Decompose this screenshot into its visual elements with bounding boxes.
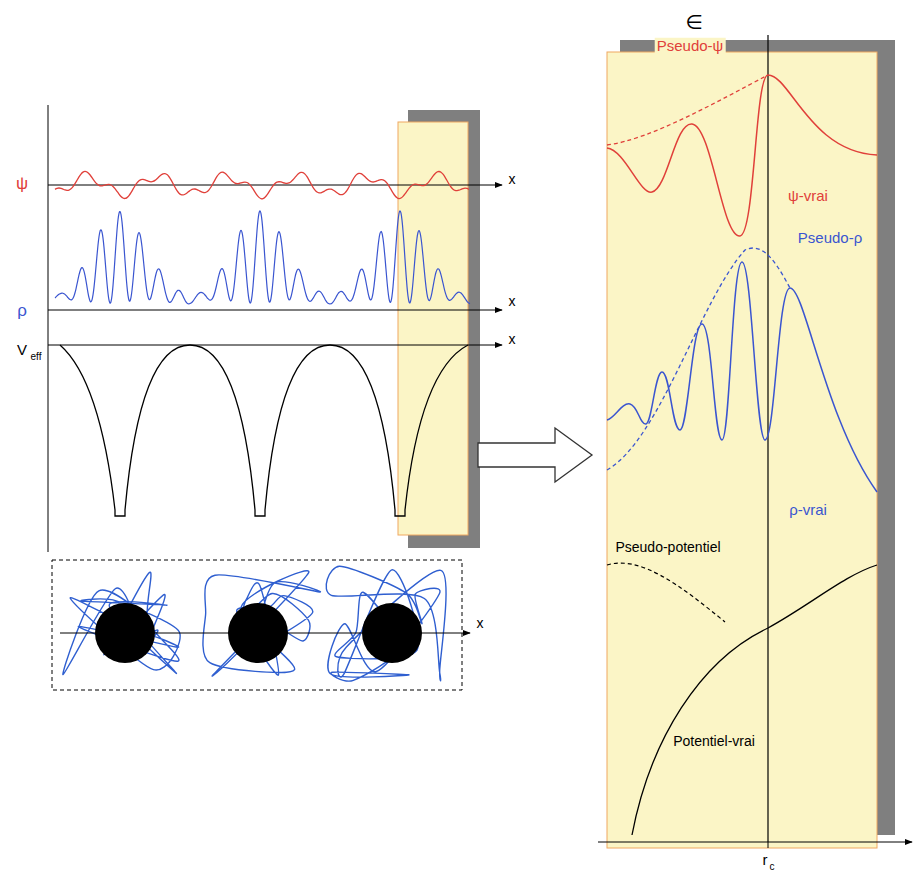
curve-label: Pseudo-ψ xyxy=(655,38,726,55)
rho-axis xyxy=(48,310,502,311)
pseudo-density xyxy=(607,248,790,470)
axis-label: ρ xyxy=(15,302,29,321)
electron-path xyxy=(326,566,446,681)
zoom-panel xyxy=(607,52,877,848)
wavefunction xyxy=(55,171,469,198)
axis-label: x xyxy=(507,332,518,347)
electron-cloud xyxy=(63,566,446,681)
pseudo-potential xyxy=(607,563,725,622)
r-axis xyxy=(598,842,912,843)
electron-path xyxy=(203,571,321,676)
y-axis xyxy=(48,105,49,552)
pseudo-wavefunction xyxy=(607,75,768,145)
axis-label: ψ xyxy=(14,175,30,194)
atom-chain-box xyxy=(52,560,462,690)
atom xyxy=(228,603,288,663)
symbol: ∈ xyxy=(683,11,704,33)
true-density xyxy=(607,262,877,492)
true-potential xyxy=(632,565,877,835)
axis-subscript: eff xyxy=(29,351,44,362)
true-wavefunction xyxy=(607,75,877,236)
cutoff-radius-line xyxy=(767,35,768,842)
psi-axis xyxy=(48,185,502,186)
atom xyxy=(362,603,422,663)
curve-label: ψ-vrai xyxy=(786,188,830,205)
atom xyxy=(95,603,155,663)
radius-subscript: c xyxy=(768,861,777,872)
tick xyxy=(768,842,769,848)
radius-label: r xyxy=(761,852,770,869)
electron-path xyxy=(63,572,180,675)
curve-label: ρ-vrai xyxy=(787,502,829,519)
axis-label: x xyxy=(475,616,486,631)
density-curve xyxy=(55,211,470,304)
veff-axis xyxy=(48,345,502,346)
curve-label: Potentiel-vrai xyxy=(671,734,757,749)
density xyxy=(55,211,470,304)
axis-label: x xyxy=(507,172,518,187)
zoom-arrow xyxy=(478,428,592,482)
wavefunction-curve xyxy=(55,171,469,198)
curve-label: Pseudo-potentiel xyxy=(613,540,722,555)
curve-label: Pseudo-ρ xyxy=(796,230,864,247)
highlight-region xyxy=(398,122,468,535)
axis-label: V xyxy=(15,342,29,359)
axis-label: x xyxy=(507,294,518,309)
effective-potential xyxy=(60,345,468,516)
